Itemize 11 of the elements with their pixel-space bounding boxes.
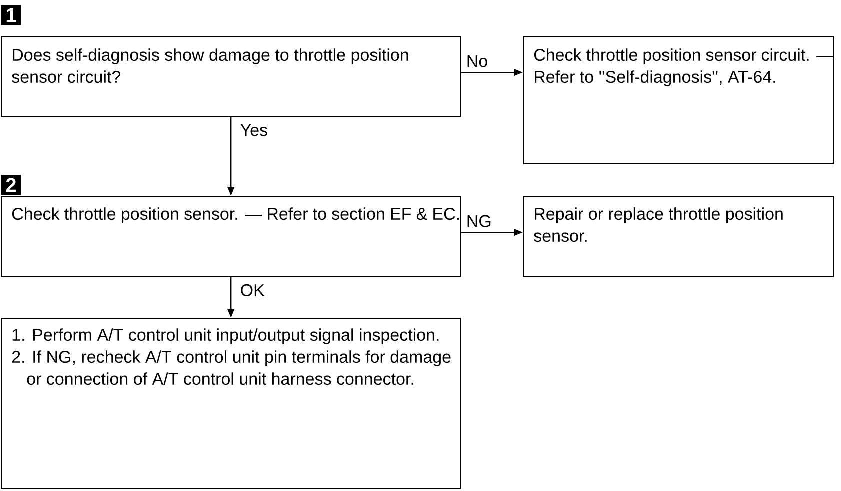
process-box: Repair or replace throttle position sensor. [523, 196, 834, 278]
process-box: Does self-diagnosis show damage to throttle position sensor circuit? [1, 36, 462, 118]
edge-label: OK [239, 283, 266, 298]
edge-label: NG [465, 214, 493, 228]
step-number-badge: 2 [1, 175, 22, 196]
list-box: 1. Perform A/T control unit input/output signal inspection. 2. If NG, recheck A/T control unit pin terminals for damage or connection of A/T control unit harness connector. [1, 318, 462, 490]
process-box: Check throttle position sensor circuit. — Refer to ''Self-diagnosis'', AT-64. [523, 36, 834, 164]
edge-label: Yes [239, 123, 270, 138]
step-number-badge: 1 [1, 5, 22, 26]
process-box: Check throttle position sensor. — Refer to section EF & EC. [1, 196, 462, 278]
edge-label: No [465, 54, 490, 68]
